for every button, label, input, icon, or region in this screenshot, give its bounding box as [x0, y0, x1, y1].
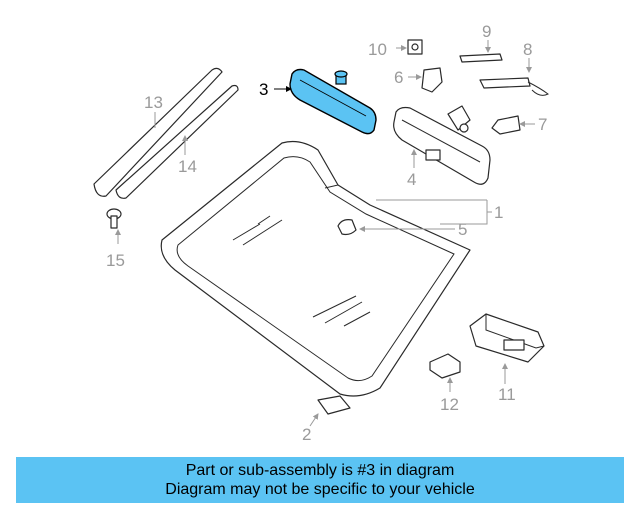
bracket-part [459, 53, 503, 63]
module-part [469, 313, 545, 363]
callout-14: 14 [178, 157, 197, 176]
caption-bar: Part or sub-assembly is #3 in diagram Di… [16, 457, 624, 503]
callout-7: 7 [538, 115, 547, 134]
callout-6: 6 [394, 68, 403, 87]
cover-plate [317, 395, 351, 415]
callout-3: 3 [259, 80, 268, 99]
rearview-mirror [393, 105, 491, 185]
wire-harness [479, 77, 549, 96]
callout-4: 4 [407, 170, 416, 189]
clip-part [429, 353, 461, 379]
callout-8: 8 [523, 40, 532, 59]
parts-diagram: 1 2 3 4 5 6 7 8 9 10 11 12 13 14 15 [93, 22, 549, 444]
trim-part [491, 115, 521, 135]
callout-10: 10 [368, 40, 387, 59]
callout-2: 2 [302, 425, 311, 444]
callout-15: 15 [106, 251, 125, 270]
moulding-strips [93, 67, 239, 199]
caption-line-1: Part or sub-assembly is #3 in diagram [185, 462, 455, 479]
cover-part [421, 67, 443, 93]
callout-5: 5 [458, 220, 467, 239]
mount-part [407, 39, 423, 55]
caption-line-2: Diagram may not be specific to your vehi… [165, 481, 475, 498]
rearview-mirror-highlighted [289, 68, 377, 135]
clip [106, 208, 122, 229]
rain-sensor [337, 219, 357, 236]
callout-1: 1 [494, 203, 503, 222]
callout-9: 9 [482, 22, 491, 41]
callout-12: 12 [440, 395, 459, 414]
leader-lines [115, 40, 535, 427]
callout-13: 13 [144, 93, 163, 112]
windshield [160, 140, 471, 397]
callout-11: 11 [498, 385, 516, 404]
